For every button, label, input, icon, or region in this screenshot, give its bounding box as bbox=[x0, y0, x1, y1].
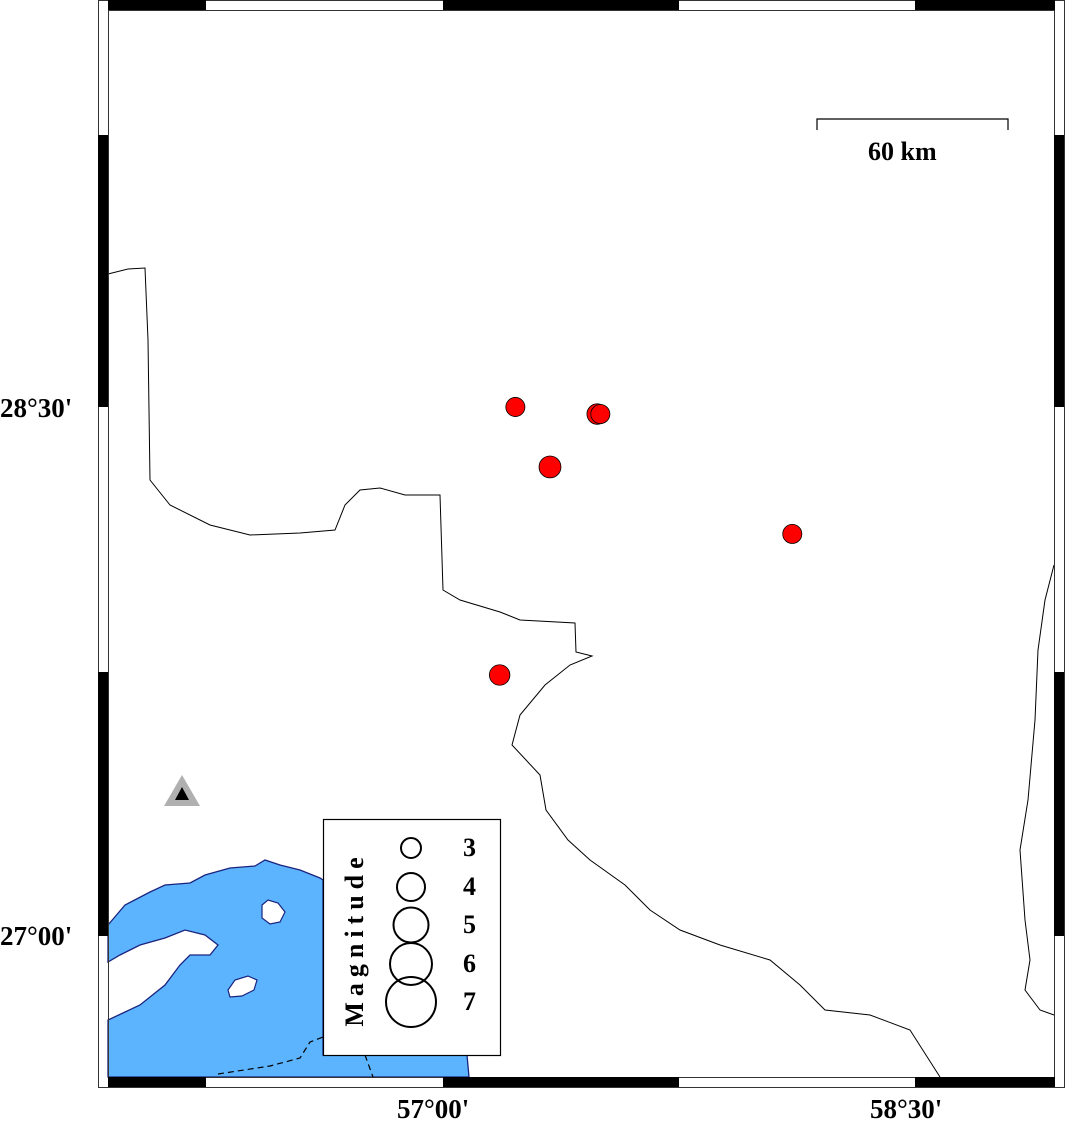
province-border bbox=[1019, 564, 1055, 1016]
scale-bar bbox=[816, 118, 1009, 130]
legend-title: Magnitude bbox=[340, 851, 369, 1027]
frame-ticks bbox=[98, 0, 1064, 1087]
earthquake-event-marker bbox=[538, 455, 562, 479]
maritime-boundary bbox=[217, 1036, 374, 1078]
legend-symbols bbox=[385, 837, 437, 1028]
earthquake-event-marker bbox=[782, 524, 803, 544]
lon-label-58-30: 58°30' bbox=[870, 1094, 943, 1124]
legend-circle-7 bbox=[385, 976, 437, 1028]
legend-label-7: 7 bbox=[463, 987, 476, 1016]
event-layer bbox=[488, 397, 803, 686]
legend-label-5: 5 bbox=[463, 910, 476, 939]
scale-bar-label: 60 km bbox=[868, 137, 937, 166]
earthquake-event-marker bbox=[488, 664, 511, 686]
lon-label-57-00: 57°00' bbox=[397, 1094, 470, 1124]
island bbox=[227, 975, 258, 998]
province-border bbox=[107, 267, 941, 1078]
legend-circle-3 bbox=[400, 837, 422, 859]
station-inner-icon bbox=[175, 787, 189, 800]
legend-circle-6 bbox=[389, 942, 433, 986]
lat-label-27-00: 27°00' bbox=[0, 921, 73, 951]
legend-label-4: 4 bbox=[463, 872, 476, 901]
lat-label-28-30: 28°30' bbox=[0, 393, 73, 423]
earthquake-event-marker bbox=[590, 404, 611, 425]
legend-label-6: 6 bbox=[463, 949, 476, 978]
earthquake-event-marker bbox=[505, 397, 526, 417]
legend-circle-4 bbox=[396, 872, 426, 902]
island bbox=[261, 899, 286, 925]
legend-label-3: 3 bbox=[463, 833, 476, 862]
